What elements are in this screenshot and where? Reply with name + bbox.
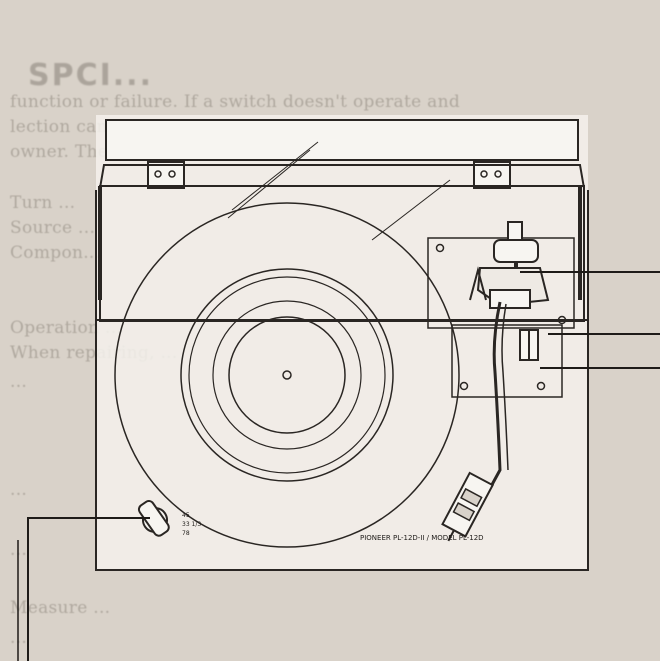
speed-label-78: 78 <box>182 530 190 537</box>
dust-cover-edge <box>99 164 585 189</box>
background-line: function or failure. If a switch doesn't… <box>10 92 461 112</box>
record-inner-groove <box>212 300 362 450</box>
screw-icon <box>459 381 469 391</box>
speed-label-33: 33 1/3 <box>182 521 201 528</box>
background-line: Operation ... <box>10 318 123 338</box>
background-line: ... <box>10 480 28 500</box>
arm-lift <box>519 329 539 361</box>
tonearm <box>486 301 502 493</box>
hinge-right <box>473 161 511 189</box>
tonearm-edge <box>501 303 509 471</box>
diagram-backdrop <box>96 115 588 570</box>
background-line: Measure ... <box>10 598 111 618</box>
callout-line-knob <box>27 517 150 661</box>
cover-reflection <box>231 141 319 211</box>
background-line: Compon... <box>10 243 101 263</box>
cover-reflection <box>227 149 311 219</box>
record-groove <box>188 276 386 474</box>
brand-model-label: PIONEER PL-12D-II / MODEL PL-12D <box>360 534 484 542</box>
dust-cover-top <box>105 119 579 161</box>
background-line: ... <box>10 372 28 392</box>
record-outer-groove <box>180 268 394 482</box>
screw-icon <box>536 381 546 391</box>
background-line: Source ... <box>10 218 96 238</box>
screw-icon <box>557 315 567 325</box>
tonearm-plate-lower <box>451 324 563 398</box>
tonearm-plate-upper <box>427 237 575 329</box>
speed-label-45: 45 <box>182 512 190 519</box>
cover-reflection <box>371 179 451 241</box>
screw-icon <box>435 243 445 253</box>
background-line: Turn ... <box>10 193 76 213</box>
platter <box>114 202 460 548</box>
record-label <box>228 316 346 434</box>
speed-selector-knob <box>137 499 170 537</box>
hinge-left <box>147 161 185 189</box>
background-heading: SPCI... <box>28 58 153 93</box>
spindle <box>282 370 292 380</box>
counterweight <box>493 221 539 280</box>
headshell <box>441 471 495 542</box>
